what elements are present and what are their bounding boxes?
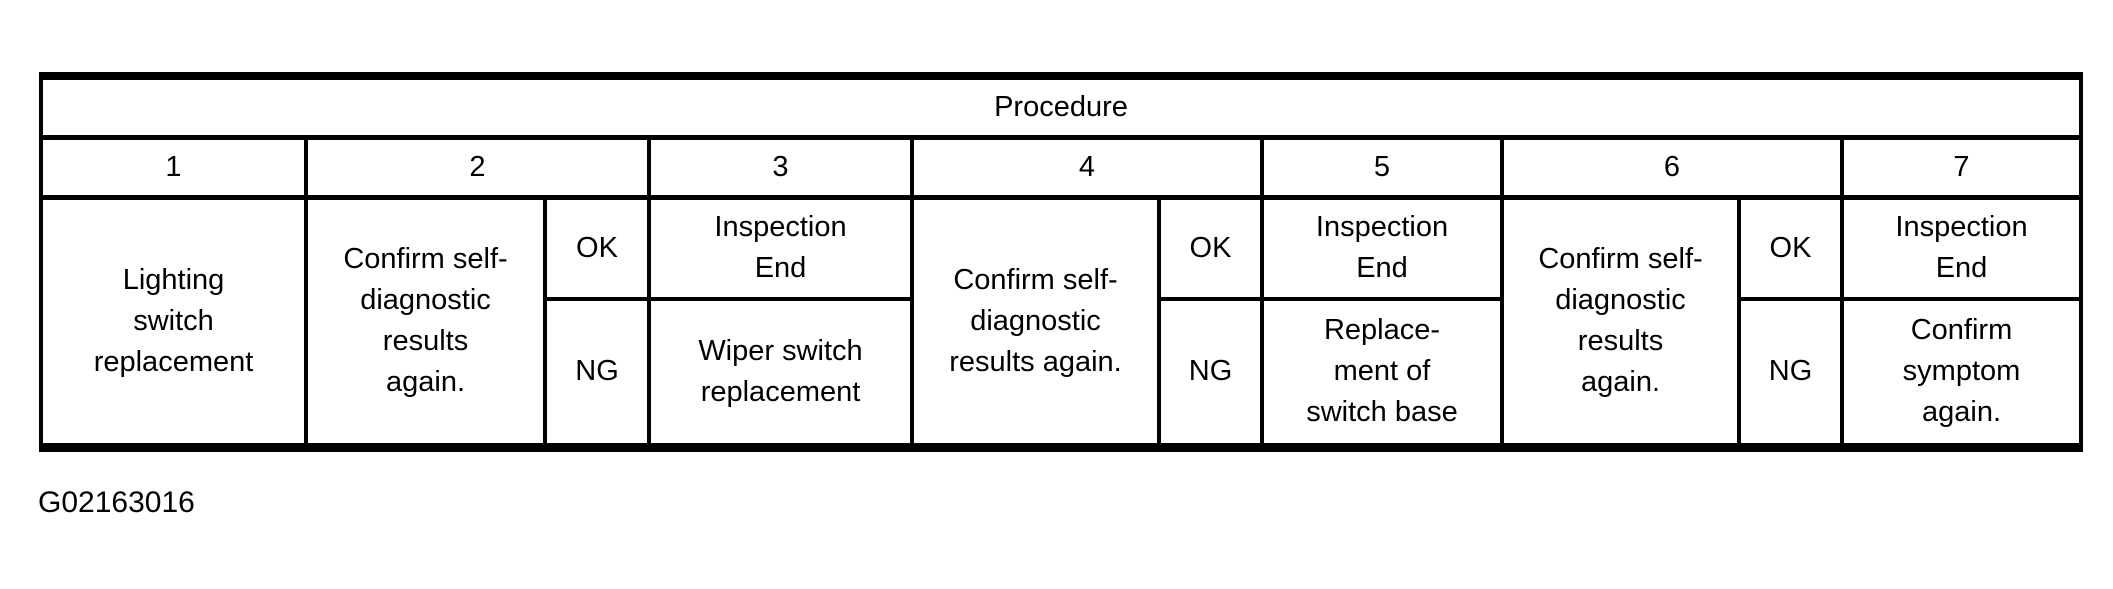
step7-ng-result-cell: Confirm symptom again. (1840, 297, 2083, 449)
step-number-7: 7 (1840, 135, 2083, 200)
step-number-2: 2 (304, 135, 651, 200)
step-number-4: 4 (910, 135, 1264, 200)
step4-ng-label: NG (1157, 297, 1264, 449)
step4-action-cell: Confirm self- diagnostic results again. (910, 195, 1161, 449)
step-number-row: 1 2 3 4 5 6 7 (39, 135, 2083, 200)
procedure-table: Procedure 1 2 3 4 5 6 7 Lighting switch … (39, 72, 2083, 452)
step2-ok-label: OK (543, 195, 651, 301)
step-number-6: 6 (1500, 135, 1844, 200)
step3-ok-result-cell: Inspection End (647, 195, 914, 301)
step-number-5: 5 (1260, 135, 1504, 200)
step2-action-cell: Confirm self- diagnostic results again. (304, 195, 547, 449)
step3-ng-result-cell: Wiper switch replacement (647, 297, 914, 449)
step1-action-cell: Lighting switch replacement (39, 195, 308, 449)
step5-ok-result-cell: Inspection End (1260, 195, 1504, 301)
step6-action-cell: Confirm self- diagnostic results again. (1500, 195, 1741, 449)
step-number-1: 1 (39, 135, 308, 200)
step4-ok-label: OK (1157, 195, 1264, 301)
step5-ng-result-cell: Replace- ment of switch base (1260, 297, 1504, 449)
step-number-3: 3 (647, 135, 914, 200)
procedure-title: Procedure (39, 74, 2083, 140)
figure-id-caption: G02163016 (38, 486, 195, 519)
ok-branch-row: Lighting switch replacement Confirm self… (39, 195, 2083, 449)
step6-ng-label: NG (1737, 297, 1844, 449)
step6-ok-label: OK (1737, 195, 1844, 301)
step2-ng-label: NG (543, 297, 651, 449)
step7-ok-result-cell: Inspection End (1840, 195, 2083, 301)
procedure-header-row: Procedure (39, 74, 2083, 140)
ng-branch-row: NG Wiper switch replacement NG Replace- … (41, 297, 2083, 449)
